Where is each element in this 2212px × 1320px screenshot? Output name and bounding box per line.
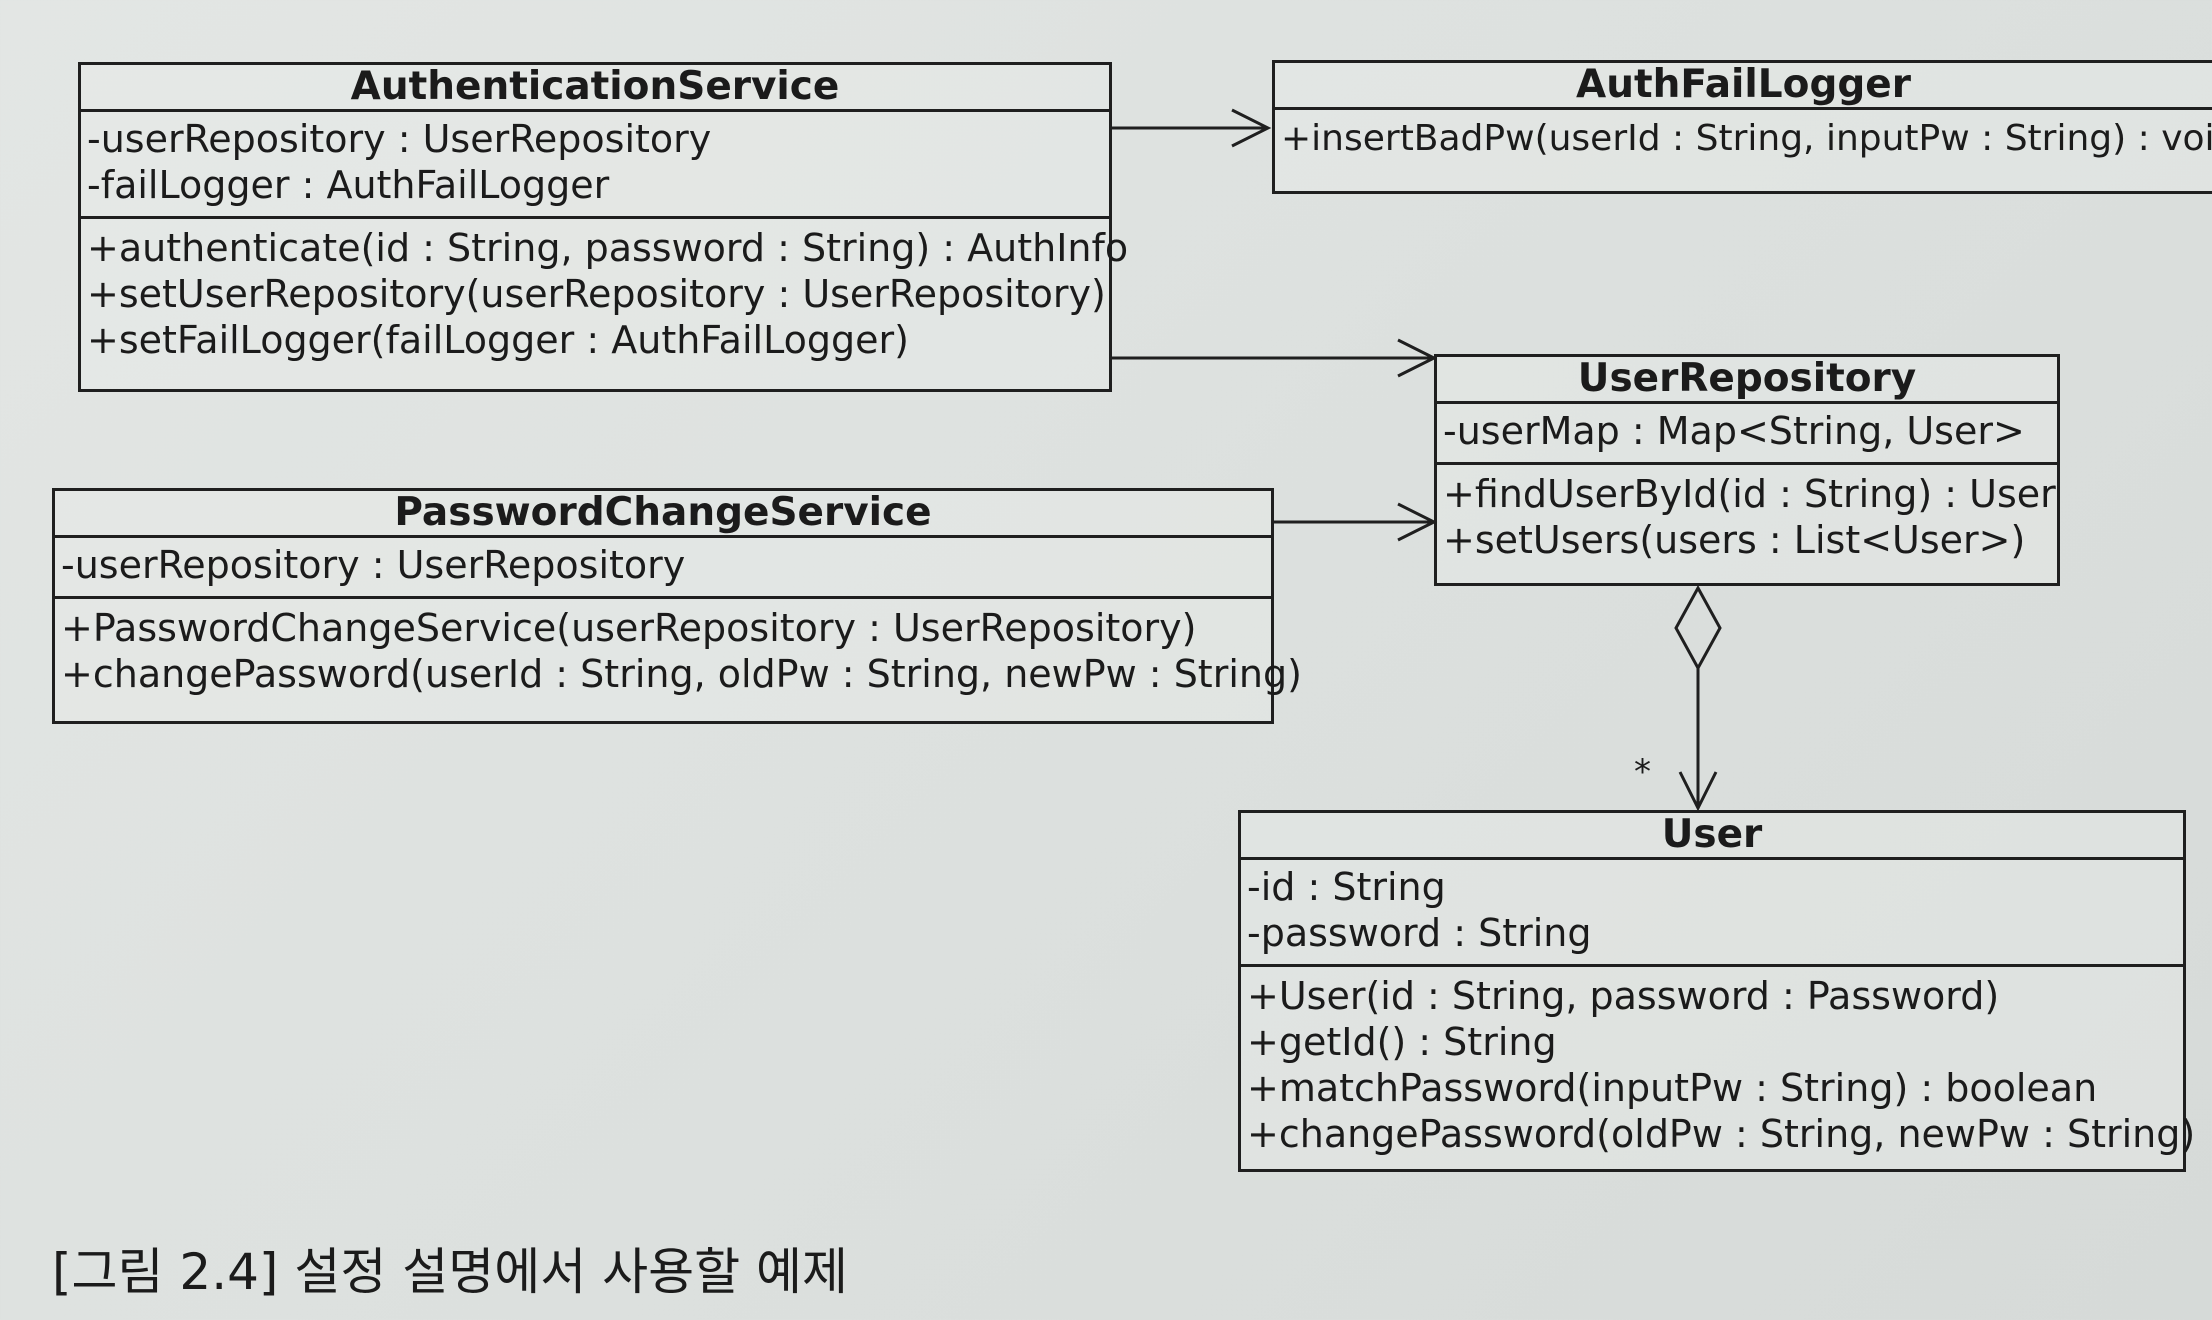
class-authentication-service: AuthenticationService -userRepository : … (78, 62, 1129, 392)
class-operations: +User(id : String, password : Password) … (1241, 967, 2196, 1165)
class-user-repository: UserRepository -userMap : Map<String, Us… (1434, 354, 2060, 586)
operation: +PasswordChangeService(userRepository : … (61, 606, 1197, 650)
class-attributes: -id : String -password : String (1241, 860, 2183, 967)
attribute: -userRepository : UserRepository (61, 543, 686, 587)
operation: +authenticate(id : String, password : St… (87, 226, 1129, 270)
operation: +matchPassword(inputPw : String) : boole… (1247, 1066, 2098, 1110)
assoc-auth-to-logger (1112, 108, 1272, 148)
class-auth-fail-logger: AuthFailLogger +insertBadPw(userId : Str… (1272, 60, 2212, 194)
class-operations: +findUserById(id : String) : User +setUs… (1437, 465, 2057, 571)
attribute: -id : String (1247, 865, 1446, 909)
class-title: UserRepository (1437, 357, 2057, 404)
operation: +setFailLogger(failLogger : AuthFailLogg… (87, 318, 909, 362)
class-attributes: -userRepository : UserRepository -failLo… (81, 112, 1109, 219)
operation: +setUserRepository(userRepository : User… (87, 272, 1106, 316)
attribute: -userRepository : UserRepository (87, 117, 712, 161)
class-operations: +authenticate(id : String, password : St… (81, 219, 1129, 371)
operation: +getId() : String (1247, 1020, 1557, 1064)
operation: +insertBadPw(userId : String, inputPw : … (1281, 118, 2212, 159)
class-password-change-service: PasswordChangeService -userRepository : … (52, 488, 1302, 724)
operation: +setUsers(users : List<User>) (1443, 518, 2026, 562)
operation: +User(id : String, password : Password) (1247, 974, 2000, 1018)
class-title: PasswordChangeService (55, 491, 1271, 538)
class-title: AuthenticationService (81, 65, 1109, 112)
class-title: AuthFailLogger (1275, 63, 2212, 110)
operation: +changePassword(userId : String, oldPw :… (61, 652, 1302, 696)
figure-caption: [그림 2.4] 설정 설명에서 사용할 예제 (52, 1243, 848, 1301)
class-attributes: -userRepository : UserRepository (55, 538, 1271, 599)
operation: +findUserById(id : String) : User (1443, 472, 2056, 516)
attribute: -password : String (1247, 911, 1592, 955)
attribute: -failLogger : AuthFailLogger (87, 163, 610, 207)
assoc-password-change-to-repository (1272, 502, 1438, 542)
assoc-auth-to-repository (1112, 338, 1438, 378)
aggregation-multiplicity: * (1634, 752, 1651, 792)
aggregation-repository-to-user (1674, 584, 1722, 812)
class-operations: +insertBadPw(userId : String, inputPw : … (1275, 110, 2212, 170)
attribute: -userMap : Map<String, User> (1443, 409, 2025, 453)
class-title: User (1241, 813, 2183, 860)
operation: +changePassword(oldPw : String, newPw : … (1247, 1112, 2196, 1156)
class-attributes: -userMap : Map<String, User> (1437, 404, 2057, 465)
class-operations: +PasswordChangeService(userRepository : … (55, 599, 1302, 705)
class-user: User -id : String -password : String +Us… (1238, 810, 2196, 1172)
